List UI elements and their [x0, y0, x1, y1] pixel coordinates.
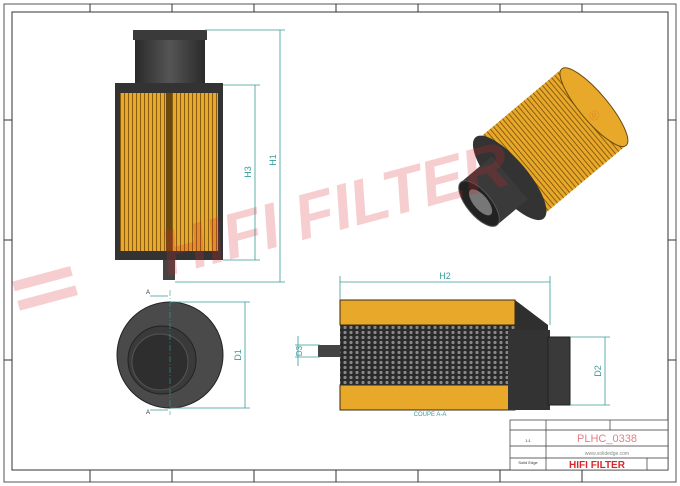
isometric-view: [458, 67, 629, 227]
scale-value: 1:1: [525, 438, 531, 443]
software-name: Solid Edge: [518, 460, 538, 465]
section-marker-top: A: [146, 290, 150, 296]
outer-border: [3, 3, 677, 483]
front-view: [115, 30, 223, 280]
section-view: [318, 299, 571, 411]
dim-d2: D2: [593, 365, 603, 377]
section-marker-bottom: A: [146, 410, 150, 416]
registered-mark: ®: [587, 106, 602, 124]
front-dimensions: [175, 29, 285, 283]
border-ticks: [4, 4, 676, 482]
bottom-dimensions: [150, 295, 250, 411]
section-label: COUPE A-A: [414, 412, 447, 418]
dim-d3: D3: [295, 345, 304, 356]
dim-d1: D1: [233, 349, 243, 361]
dim-h2: H2: [439, 271, 451, 281]
dim-h1: H1: [268, 154, 278, 166]
brand-name: HIFI FILTER: [569, 460, 626, 471]
website: www.solidedge.com: [585, 451, 629, 457]
bottom-view: [116, 290, 224, 415]
inner-border: [11, 11, 669, 471]
part-number: PLHC_0338: [577, 433, 637, 445]
title-block: [509, 419, 669, 471]
section-dimensions: [295, 276, 610, 406]
dim-h3: H3: [243, 166, 253, 178]
